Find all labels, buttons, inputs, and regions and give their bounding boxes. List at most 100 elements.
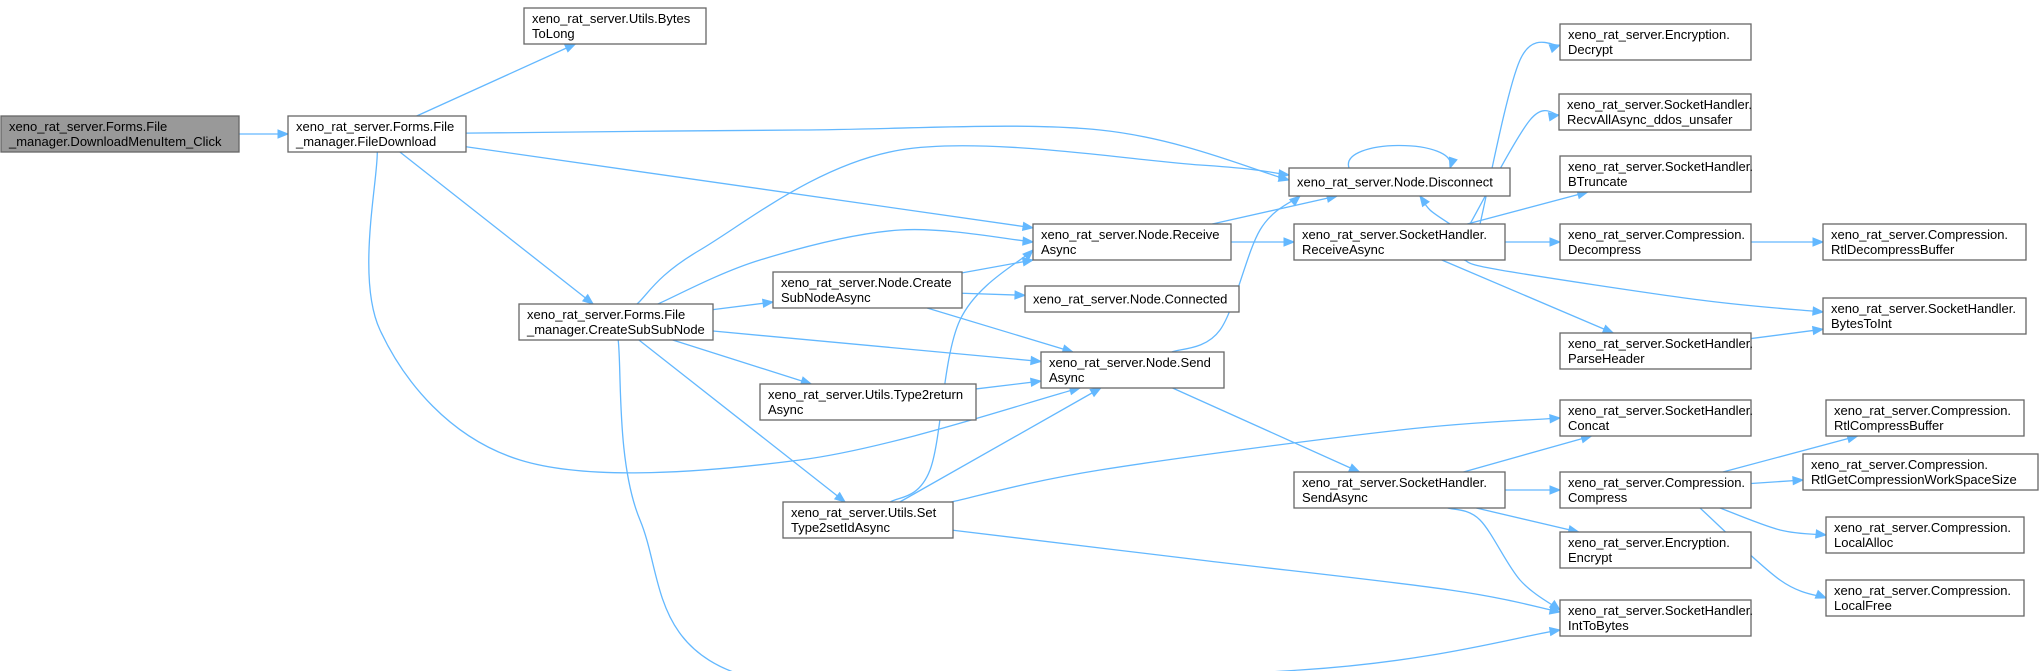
- node-sendasync-box: [1040, 351, 1225, 389]
- edge-sh_receiveasync-to-recvall-arrowhead: [1547, 112, 1561, 122]
- node-sendasync-label-line-1: xeno_rat_server.Node.Send: [1049, 355, 1211, 370]
- edge-createsubnodeasync-to-sendasync: [926, 307, 1074, 353]
- node-concat-label-line-2: Concat: [1568, 418, 1610, 433]
- node-localfree-box: [1825, 579, 2025, 617]
- node-disconnect[interactable]: xeno_rat_server.Node.Disconnect: [1288, 167, 1511, 197]
- node-concat[interactable]: xeno_rat_server.SocketHandler.Concat: [1559, 399, 1753, 437]
- edge-settype2setid-to-sendasync-arrowhead: [1089, 387, 1102, 398]
- node-localfree-label-line-2: LocalFree: [1834, 598, 1892, 613]
- node-root[interactable]: xeno_rat_server.Forms.File_manager.Downl…: [0, 115, 240, 153]
- edge-sendasync-to-disconnect-arrowhead: [1288, 195, 1302, 207]
- node-settype2setid-label-line-2: Type2setIdAsync: [791, 520, 890, 535]
- node-disconnect-box: [1288, 167, 1511, 197]
- edge-sh_receiveasync-to-parseheader: [1441, 259, 1614, 334]
- node-sh_sendasync[interactable]: xeno_rat_server.SocketHandler.SendAsync: [1293, 471, 1506, 509]
- node-recvall-box: [1558, 93, 1752, 131]
- node-rtlgetworkspace-label-line-2: RtlGetCompressionWorkSpaceSize: [1811, 472, 2017, 487]
- node-recvall-label-line-2: RecvAllAsync_ddos_unsafer: [1567, 112, 1733, 127]
- node-localalloc[interactable]: xeno_rat_server.Compression.LocalAlloc: [1825, 516, 2025, 554]
- edge-filedownload-to-bytestolong: [416, 43, 576, 117]
- node-inttobytes[interactable]: xeno_rat_server.SocketHandler.IntToBytes: [1559, 599, 1753, 637]
- edge-compress-to-rtlcompress: [1722, 435, 1858, 473]
- node-encrypt[interactable]: xeno_rat_server.Encryption.Encrypt: [1559, 531, 1752, 569]
- node-connected[interactable]: xeno_rat_server.Node.Connected: [1024, 285, 1240, 313]
- node-rtldecompress[interactable]: xeno_rat_server.Compression.RtlDecompres…: [1822, 223, 2027, 261]
- edge-settype2setid-to-sendasync: [899, 387, 1102, 503]
- edge-disconnect-to-disconnect: [1348, 144, 1451, 169]
- edge-sendasync-to-disconnect: [1171, 195, 1301, 353]
- edge-createsubsubnode-to-settype2setid-arrowhead: [833, 491, 847, 503]
- node-localfree[interactable]: xeno_rat_server.Compression.LocalFree: [1825, 579, 2025, 617]
- edge-createsubsubnode-to-sendasync: [712, 330, 1042, 363]
- node-decrypt[interactable]: xeno_rat_server.Encryption.Decrypt: [1559, 23, 1752, 61]
- edge-sendasync-to-sh_sendasync: [1172, 387, 1360, 473]
- edge-sendasync-to-sh_sendasync-arrowhead: [1347, 463, 1361, 473]
- edge-filedownload-to-createsubsubnode-arrowhead: [581, 293, 595, 305]
- node-filedownload[interactable]: xeno_rat_server.Forms.File_manager.FileD…: [287, 115, 467, 153]
- node-root-label-line-2: _manager.DownloadMenuItem_Click: [8, 134, 222, 149]
- node-rtldecompress-box: [1822, 223, 2027, 261]
- node-rtlcompress[interactable]: xeno_rat_server.Compression.RtlCompressB…: [1825, 399, 2025, 437]
- node-sendasync[interactable]: xeno_rat_server.Node.SendAsync: [1040, 351, 1225, 389]
- edge-decompress-to-rtldecompress-arrowhead: [1812, 237, 1825, 247]
- node-decompress-label-line-1: xeno_rat_server.Compression.: [1568, 227, 1745, 242]
- node-settype2setid-box: [782, 501, 954, 539]
- edge-filedownload-to-bytestolong-arrowhead: [563, 43, 577, 53]
- edge-createsubnodeasync-to-receiveasync: [961, 259, 1034, 274]
- node-sh_receiveasync-label-line-2: ReceiveAsync: [1302, 242, 1385, 257]
- node-encrypt-label-line-2: Encrypt: [1568, 550, 1612, 565]
- edge-type2return-to-sendasync-arrowhead: [1030, 377, 1043, 388]
- node-btruncate-box: [1559, 155, 1752, 193]
- edge-filedownload-to-receiveasync-arrowhead: [1021, 221, 1035, 232]
- node-decompress[interactable]: xeno_rat_server.Compression.Decompress: [1559, 223, 1752, 261]
- edge-createsubsubnode-to-receiveasync: [657, 228, 1034, 305]
- node-parseheader[interactable]: xeno_rat_server.SocketHandler.ParseHeade…: [1559, 332, 1753, 370]
- node-receiveasync[interactable]: xeno_rat_server.Node.ReceiveAsync: [1032, 223, 1232, 261]
- node-createsubnodeasync-label-line-1: xeno_rat_server.Node.Create: [781, 275, 952, 290]
- edge-compress-to-rtlgetworkspace-arrowhead: [1792, 475, 1805, 486]
- node-sh_sendasync-box: [1293, 471, 1506, 509]
- node-bytestoint[interactable]: xeno_rat_server.SocketHandler.BytesToInt: [1822, 297, 2027, 335]
- edge-receiveasync-to-disconnect: [1212, 195, 1338, 225]
- node-connected-box: [1024, 285, 1240, 313]
- node-filedownload-label-line-2: _manager.FileDownload: [295, 134, 436, 149]
- node-bytestolong-label-line-1: xeno_rat_server.Utils.Bytes: [532, 11, 691, 26]
- node-filedownload-label-line-1: xeno_rat_server.Forms.File: [296, 119, 454, 134]
- edge-sh_sendasync-to-inttobytes: [1447, 507, 1561, 611]
- node-compress[interactable]: xeno_rat_server.Compression.Compress: [1559, 471, 1752, 509]
- node-localalloc-box: [1825, 516, 2025, 554]
- edge-createsubsubnode-to-receiveasync-arrowhead: [1022, 236, 1035, 246]
- edge-filedownload-to-receiveasync: [465, 146, 1034, 229]
- edge-sh_receiveasync-to-bytestoint: [1463, 259, 1824, 313]
- edge-sh_sendasync-to-inttobytes-arrowhead: [1548, 599, 1562, 611]
- node-createsubsubnode-label-line-2: _manager.CreateSubSubNode: [526, 322, 705, 337]
- node-bytestoint-label-line-2: BytesToInt: [1831, 316, 1892, 331]
- edge-sh_sendasync-to-encrypt: [1476, 507, 1579, 533]
- edge-sh_receiveasync-to-bytestoint-arrowhead: [1812, 306, 1825, 316]
- node-settype2setid-label-line-1: xeno_rat_server.Utils.Set: [791, 505, 937, 520]
- edge-createsubsubnode-to-type2return: [672, 339, 812, 385]
- edge-sh_receiveasync-to-btruncate: [1467, 191, 1588, 225]
- node-concat-label-line-1: xeno_rat_server.SocketHandler.: [1568, 403, 1753, 418]
- node-sh_receiveasync-label-line-1: xeno_rat_server.SocketHandler.: [1302, 227, 1487, 242]
- node-compress-label-line-1: xeno_rat_server.Compression.: [1568, 475, 1745, 490]
- node-sh_receiveasync[interactable]: xeno_rat_server.SocketHandler.ReceiveAsy…: [1293, 223, 1506, 261]
- node-inttobytes-label-line-2: IntToBytes: [1568, 618, 1629, 633]
- node-decompress-box: [1559, 223, 1752, 261]
- node-createsubsubnode[interactable]: xeno_rat_server.Forms.File_manager.Creat…: [518, 303, 714, 341]
- node-localalloc-label-line-1: xeno_rat_server.Compression.: [1834, 520, 2011, 535]
- node-bytestolong-box: [523, 7, 707, 45]
- node-rtlgetworkspace[interactable]: xeno_rat_server.Compression.RtlGetCompre…: [1802, 453, 2039, 491]
- edge-createsubsubnode-to-createsubnodeasync-arrowhead: [761, 298, 775, 309]
- node-decrypt-label-line-2: Decrypt: [1568, 42, 1613, 57]
- node-createsubsubnode-box: [518, 303, 714, 341]
- node-btruncate[interactable]: xeno_rat_server.SocketHandler.BTruncate: [1559, 155, 1753, 193]
- edge-sh_sendasync-to-compress-arrowhead: [1549, 485, 1562, 495]
- node-recvall[interactable]: xeno_rat_server.SocketHandler.RecvAllAsy…: [1558, 93, 1752, 131]
- node-receiveasync-label-line-1: xeno_rat_server.Node.Receive: [1041, 227, 1220, 242]
